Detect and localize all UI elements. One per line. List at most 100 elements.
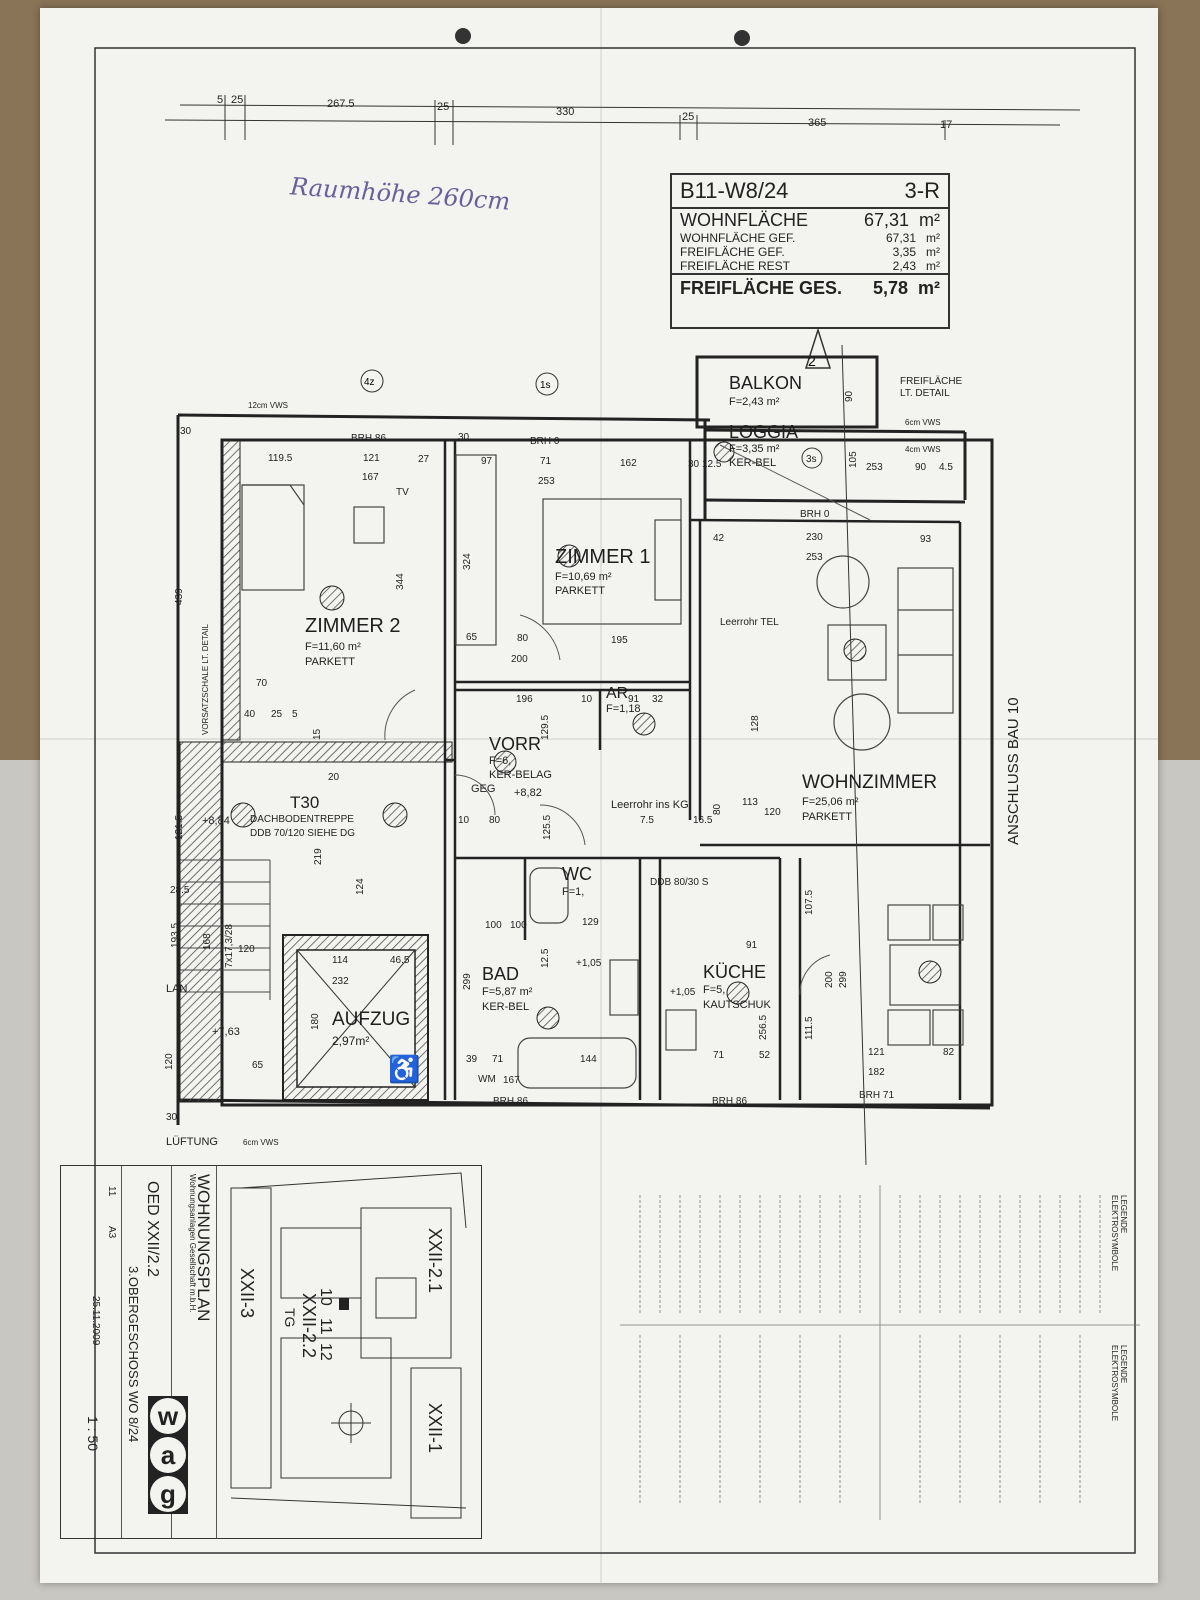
axis-marker-1s — [535, 372, 559, 396]
dim-80: 120 — [164, 1053, 175, 1070]
axis-label-1s: 1s — [540, 380, 551, 391]
room-floor-vorr: KER-BELAG — [489, 769, 552, 781]
top-dimension-line — [179, 104, 1081, 111]
room-floor-wohnzimmer: PARKETT — [802, 811, 852, 823]
dim-9: 162 — [620, 458, 637, 469]
label-ddb80: DDB 80/30 S — [650, 877, 709, 888]
dim-40: 121.5 — [174, 815, 185, 840]
dim-2: 121 — [363, 453, 380, 464]
dim-62: 100 — [485, 920, 502, 931]
site-plan: XXII-2.1 XXII-3 XXII-2.2 TG 10 11 12 XXI… — [230, 1172, 467, 1519]
title-block-title-column — [171, 1166, 217, 1538]
legend-title-left: LEGENDE ELEKTROSYMBOLE — [1110, 1345, 1128, 1422]
label-brh71: BRH 71 — [859, 1090, 894, 1101]
room-area-bad: F=5,87 m² — [482, 986, 533, 998]
label-6cm-vws-top: 6cm VWS — [905, 418, 941, 427]
hatched-wall-stair — [179, 741, 223, 1103]
dim-4: 27 — [418, 454, 430, 465]
dim-25: 91 — [628, 694, 640, 705]
dim-63: 129 — [582, 917, 599, 928]
dim-13: 344 — [395, 573, 406, 590]
dim-33: 105 — [848, 451, 859, 468]
dim-31: 93 — [920, 534, 932, 545]
area-row-label: FREIFLÄCHE REST — [680, 259, 791, 273]
dim-26: 32 — [652, 694, 664, 705]
room-name-wc: WC — [562, 864, 592, 884]
dim-23: 196 — [516, 694, 533, 705]
electrical-legend: LEGENDE ELEKTROSYMBOLE LEGENDE ELEKTROSY… — [469, 1185, 1140, 1520]
section-marker-2 — [804, 327, 832, 369]
dim-18: 195 — [611, 635, 628, 646]
dim-38: 15 — [312, 728, 323, 740]
area-row-value: 3,35 — [892, 245, 916, 259]
stair-treads — [180, 859, 271, 1000]
label-tv: TV — [396, 487, 409, 498]
dim-27: 129.5 — [540, 715, 551, 740]
label-leerrohr-tel: Leerrohr TEL — [720, 617, 779, 628]
site-label-5: 11 — [317, 1318, 334, 1335]
dim-44: 80 — [489, 815, 501, 826]
axis-marker-3s — [801, 447, 823, 469]
room-name-wohnzimmer: WOHNZIMMER — [802, 772, 937, 793]
site-label-4: 10 — [317, 1288, 334, 1306]
label-12cm-vws: 12cm VWS — [248, 401, 288, 410]
logo-letter-w: w — [150, 1398, 186, 1434]
dim-35: 90 — [915, 462, 927, 473]
dim-24: 10 — [581, 694, 593, 705]
dim-53: 168 — [202, 933, 213, 950]
level-105: +1,05 — [576, 958, 602, 969]
dim-32: 90 — [844, 390, 855, 402]
dim-30: 42 — [713, 533, 725, 544]
level-105-b: +1,05 — [670, 987, 696, 998]
hatched-wall-left — [221, 439, 241, 741]
room-floor-bad: KER-BEL — [482, 1001, 529, 1013]
dim-73: 144 — [580, 1054, 597, 1065]
dim-43: 10 — [458, 815, 470, 826]
dim-28: 230 — [806, 532, 823, 543]
room-name-zimmer1: ZIMMER 1 — [555, 546, 651, 568]
dim-3: 167 — [362, 472, 379, 483]
dim-61: 12.5 — [540, 948, 551, 968]
dim-78: 182 — [868, 1067, 885, 1078]
label-wm: WM — [478, 1074, 496, 1085]
dim-70: 111.5 — [804, 1016, 815, 1040]
dim-81: 30 — [166, 1112, 178, 1123]
room-name-ar: AR — [606, 685, 628, 702]
unit-code: B11-W8/24 — [680, 178, 789, 203]
label-ddb: DDB 70/120 SIEHE DG — [250, 828, 355, 839]
title-block-format: A3 — [106, 1226, 117, 1239]
label-leerrohr-kg: Leerrohr ins KG — [611, 799, 689, 811]
section-label-2: 2 — [808, 353, 816, 369]
dim-top-7: 17 — [940, 119, 952, 131]
site-label-7: XXII-1 — [425, 1403, 445, 1453]
dim-top-3: 25 — [437, 101, 449, 113]
room-area-loggia: F=3,35 m² — [729, 443, 780, 455]
dim-60: 299 — [462, 973, 473, 990]
dim-22: 5 — [292, 709, 298, 720]
dim-47: 16.5 — [693, 815, 713, 826]
title-block-project-column — [121, 1166, 172, 1538]
title-block-date: 25.11.2009 — [90, 1296, 101, 1346]
dim-17: 200 — [511, 654, 528, 665]
room-area-ar: F=1,18 — [606, 703, 641, 715]
label-brh86-a: BRH 86 — [351, 433, 386, 444]
area-row-value: 67,31 — [885, 231, 916, 245]
logo-letter-g: g — [150, 1476, 186, 1512]
dim-59: 65 — [252, 1060, 264, 1071]
title-block-bau: 11 — [106, 1186, 117, 1197]
furniture — [241, 454, 964, 1089]
dim-76: 52 — [759, 1050, 771, 1061]
area-row-label: FREIFLÄCHE GEF. — [680, 245, 785, 259]
ceiling-lamps — [230, 441, 942, 1030]
door-swings — [384, 444, 871, 996]
dimension-numbers: 30 119.5 121 167 27 30 97 71 253 162 30 … — [164, 390, 955, 1123]
dim-19: 70 — [256, 678, 268, 689]
dim-36: 4.5 — [939, 462, 953, 473]
dim-top-2: 267.5 — [327, 98, 355, 110]
site-label-1: XXII-3 — [237, 1268, 257, 1318]
label-brh0-a: BRH 0 — [530, 436, 560, 447]
room-area-zimmer1: F=10,69 m² — [555, 571, 612, 583]
dim-69: 299 — [838, 971, 849, 988]
